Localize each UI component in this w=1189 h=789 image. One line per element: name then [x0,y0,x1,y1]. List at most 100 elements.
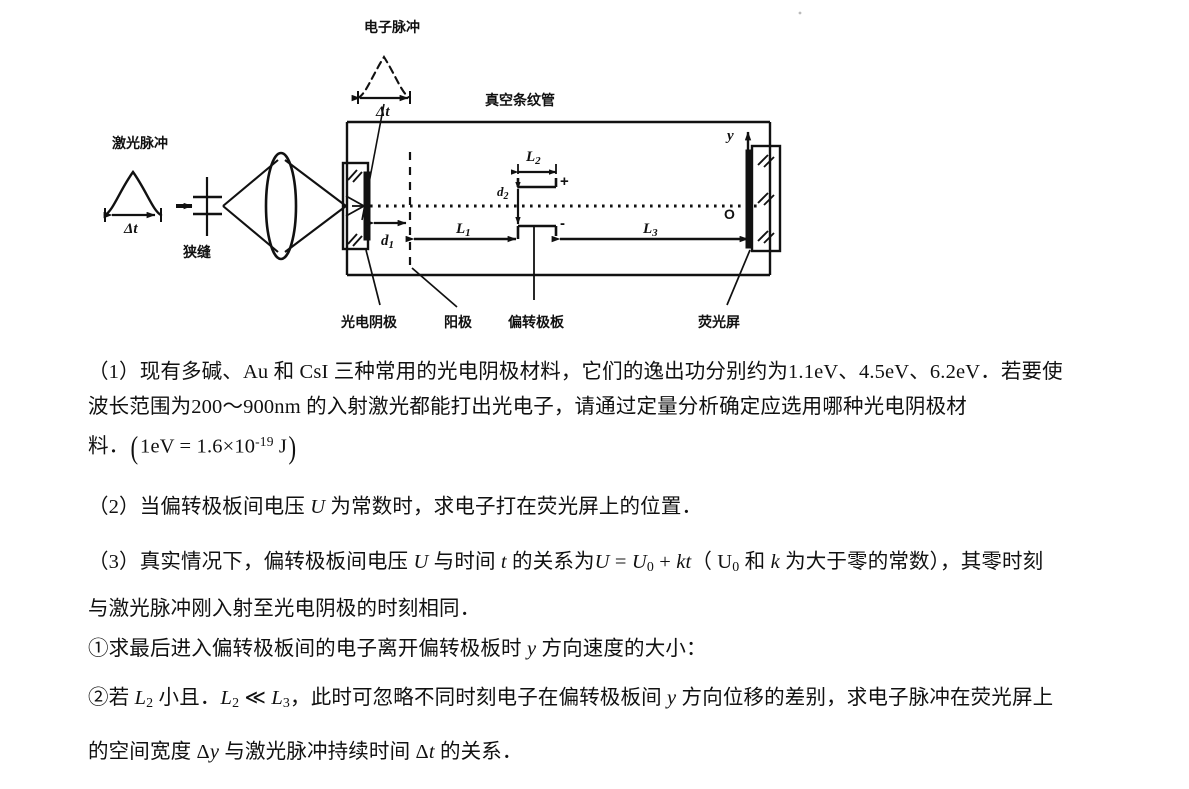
q1-sep-1: 、 [838,361,859,383]
q3-paren-open: （ [691,551,718,573]
equals-sign: = [174,435,197,458]
sub2-L2-sub: 2 [146,696,154,712]
q2-tail: 为常数时，求电子打在荧光屏上的位置． [325,496,703,518]
label-electron-pulse: 电子脉冲 [364,19,420,35]
sub2-delta-y: y [209,741,220,763]
q3-conj-2: 的关系为 [506,551,595,573]
paren-close: ) [288,429,297,465]
q3-eq-U: U [594,551,610,573]
q3-eq-kt: kt [676,551,692,573]
question-3-sub-2-line-2: 的空间宽度 Δy 与激光脉冲持续时间 Δt 的关系． [88,738,1148,767]
scan-artifact-dot [798,11,802,15]
paren-open: ( [130,429,139,465]
question-3-sub-2-line-1: ②若 L2 小且．L2 ≪ L3，此时可忽略不同时刻电子在偏转极板间 y 方向位… [88,684,1148,714]
joule-exponent: -19 [255,434,274,449]
screen-leader [726,249,751,306]
beam-lower-left [222,205,279,253]
label-anode: 阳极 [444,314,473,330]
lens [264,151,298,261]
anode-leader [411,267,458,308]
q3-eq-U0-sub: 0 [646,560,654,576]
label-L1: L1 [455,221,471,239]
q1-material-au: Au [242,361,269,383]
beam-upper-left [222,159,279,207]
label-d1: d1 [381,233,394,251]
label-delta-t-electron: Δt [375,104,390,120]
electron-pulse-curve [356,55,412,100]
question-1-line-3: 料．(1eV = 1.6×10-19 J) [88,429,1148,465]
label-plate-plus: + [560,173,569,190]
q1-wf-2: 4.5eV [858,361,910,383]
joule-unit: J [273,435,288,458]
q3-tail: 为大于零的常数），其零时刻 [779,551,1044,573]
photocathode-film [363,171,371,241]
q1-sep-2: 、 [909,361,930,383]
sub2-l2-lead: 的空间宽度 Δ [88,741,210,763]
streak-tube-diagram: 电子脉冲 Δt 真空条纹管 激光脉冲 Δt [0,0,1189,352]
sub2-much-less-than: ≪ [239,687,272,709]
laser-pulse-curve [103,169,163,217]
label-laser-pulse: 激光脉冲 [112,135,168,151]
sub2-L2b: L [220,687,233,709]
question-2: （2）当偏转极板间电压 U 为常数时，求电子打在荧光屏上的位置． [88,493,1148,522]
q3-paren-U0: U [717,551,733,573]
sub1-y-symbol: y [526,638,537,660]
label-photocathode: 光电阴极 [340,314,398,330]
photocathode-hatching [347,169,363,247]
problem-statement: （1）现有多碱、Au 和 CsI 三种常用的光电阴极材料，它们的逸出功分别约为1… [0,352,1189,789]
q3-paren-U0-sub: 0 [732,560,740,576]
sub2-L3: L [271,687,283,709]
q1-mid: 三种常用的光电阴极材料，它们的逸出功分别约为 [328,361,789,383]
q3-time-symbol: t [500,551,507,573]
label-slit: 狭缝 [182,244,211,260]
question-1-line-2: 波长范围为200～900nm 的入射激光都能打出光电子，请通过定量分析确定应选用… [88,393,1148,422]
label-L2: L2 [525,149,541,167]
sub2-mid-1: 小且． [153,687,221,709]
label-vacuum-streak-tube: 真空条纹管 [485,92,555,108]
question-1-line-1: （1）现有多碱、Au 和 CsI 三种常用的光电阴极材料，它们的逸出功分别约为1… [88,358,1148,387]
beam-upper-right [284,159,347,207]
joule-value: 1.6×10 [196,435,256,458]
label-d2: d2 [497,184,509,202]
diagram-svg: 电子脉冲 Δt 真空条纹管 激光脉冲 Δt [103,11,802,330]
question-3-line-2: 与激光脉冲刚入射至光电阴极的时刻相同． [88,598,481,620]
sub2-lead: ②若 [88,687,135,709]
sub1-tail: 方向速度的大小： [536,638,707,660]
q3-k-symbol: k [770,551,780,573]
sub2-y-symbol: y [667,687,677,709]
q1-tail: ．若要使 [980,361,1063,383]
question-3-sub-1: ①求最后进入偏转极板间的电子离开偏转极板时 y 方向速度的大小： [88,635,1148,664]
q3-conj-3: 和 [739,551,771,573]
label-axis-y: y [725,128,734,144]
screen-hatching [757,154,775,244]
label-delta-t-laser: Δt [123,221,138,237]
q3-eq-plus: + [653,551,677,573]
sub2-l2-tail: 的关系． [434,741,523,763]
q2-lead: （2）当偏转极板间电压 [88,496,311,518]
beam-lower-right [284,205,347,253]
q3-lead: （3）真实情况下，偏转极板间电压 [88,551,414,573]
q3-voltage-symbol: U [413,551,429,573]
q1-l2-tail: 的入射激光都能打出光电子，请通过定量分析确定应选用哪种光电阴极材 [300,396,967,418]
label-L3: L3 [642,221,658,239]
q1-conj-1: 和 [268,361,300,383]
sub2-L2b-sub: 2 [232,696,240,712]
q1-l3-lead: 料． [88,435,130,458]
q3-eq-U0: U [631,551,647,573]
label-deflection-plates: 偏转极板 [508,314,565,330]
cathode-emission-marks [345,195,365,217]
screen-housing [750,144,782,253]
sub2-delta-t: t [428,741,435,763]
sub2-tail: 方向位移的差别，求电子脉冲在荧光屏上 [676,687,1054,709]
q3-conj-1: 与时间 [428,551,501,573]
q1-wf-1: 1.1eV [788,361,839,383]
q2-voltage-symbol: U [310,496,326,518]
q1-l2-lead: 波长范围为 [88,396,192,418]
label-fluorescent-screen: 荧光屏 [698,314,740,330]
q1-wf-3: 6.2eV [929,361,981,383]
sub2-L3-sub: 3 [282,696,291,712]
ev-symbol: 1eV [140,435,175,458]
question-3-line-1: （3）真实情况下，偏转极板间电压 U 与时间 t 的关系为U = U0 + kt… [88,548,1148,578]
q3-eq-equals: = [609,551,632,573]
photocathode-leader [365,249,381,306]
